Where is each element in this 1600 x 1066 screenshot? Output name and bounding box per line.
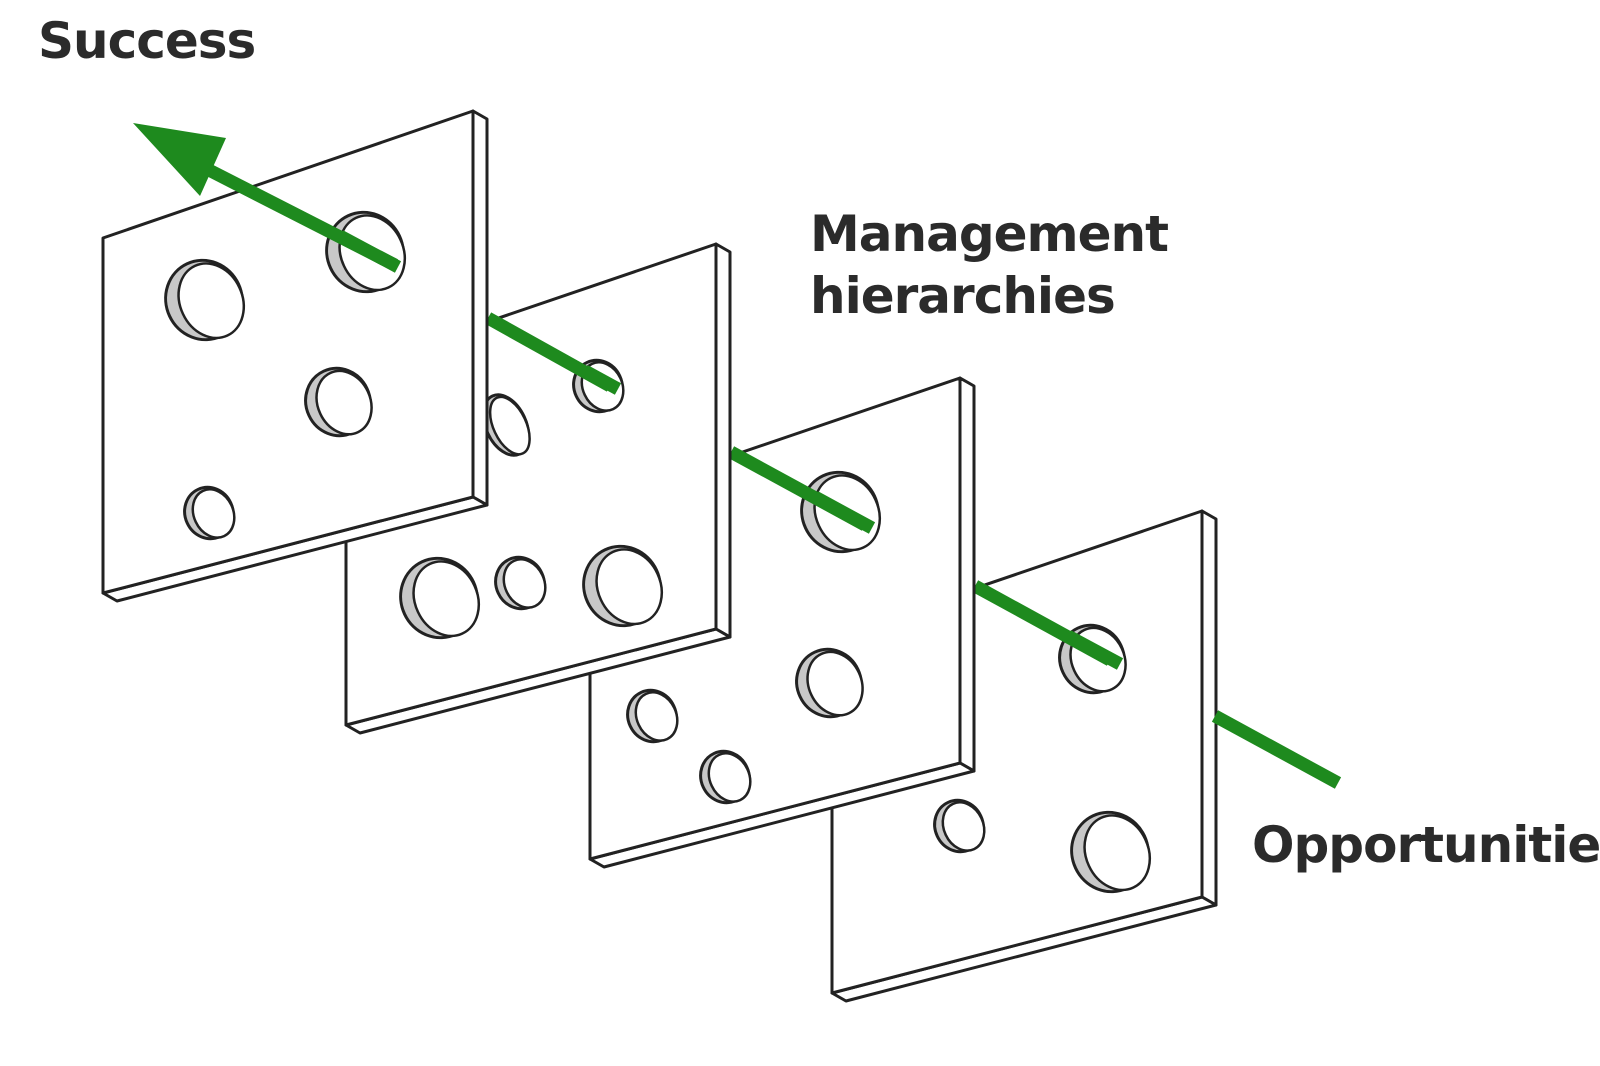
arrow-segment (971, 580, 1342, 789)
arrow-segment (484, 312, 622, 395)
hole (183, 485, 236, 541)
slice-1 (101, 109, 489, 603)
hole-opening (1083, 814, 1151, 892)
hole-opening (315, 369, 373, 436)
hole (626, 688, 679, 744)
hole (304, 366, 373, 438)
arrow-segment (727, 446, 876, 534)
hole-opening (941, 801, 986, 852)
hole-opening (412, 560, 480, 638)
slice-edge (958, 376, 976, 773)
slice-edge (714, 242, 732, 639)
arrow-segment (202, 162, 402, 273)
hole (481, 393, 531, 457)
hole-opening (806, 650, 864, 717)
hole (582, 544, 663, 628)
hole-opening (177, 262, 245, 340)
management-label-line1: Management (810, 205, 1169, 263)
hole (494, 555, 547, 611)
opportunities-label: Opportunities (1252, 816, 1600, 874)
success-label: Success (38, 12, 256, 70)
hole (164, 258, 245, 342)
arrow-line (811, 491, 876, 534)
hole (933, 798, 986, 854)
arrow-head-shape (133, 123, 226, 196)
arrow-line (1064, 630, 1124, 670)
arrow-line (1211, 710, 1342, 789)
arrow-line (581, 365, 622, 395)
management-hierarchies-label: Management hierarchies (810, 203, 1169, 327)
hole (399, 556, 480, 640)
hole-opening (634, 691, 679, 742)
hole-opening (191, 488, 236, 539)
hole (795, 647, 864, 719)
hole-opening (595, 548, 663, 626)
hole-opening (707, 752, 752, 803)
hole-opening (488, 395, 531, 456)
slice-edge (471, 109, 489, 507)
hole (1070, 810, 1151, 894)
hole-opening (502, 558, 547, 609)
slice-edge (1200, 509, 1218, 907)
arrow-up-left-icon (133, 123, 226, 196)
hole (699, 749, 752, 805)
arrow-line (336, 230, 402, 273)
management-label-line2: hierarchies (810, 267, 1116, 325)
